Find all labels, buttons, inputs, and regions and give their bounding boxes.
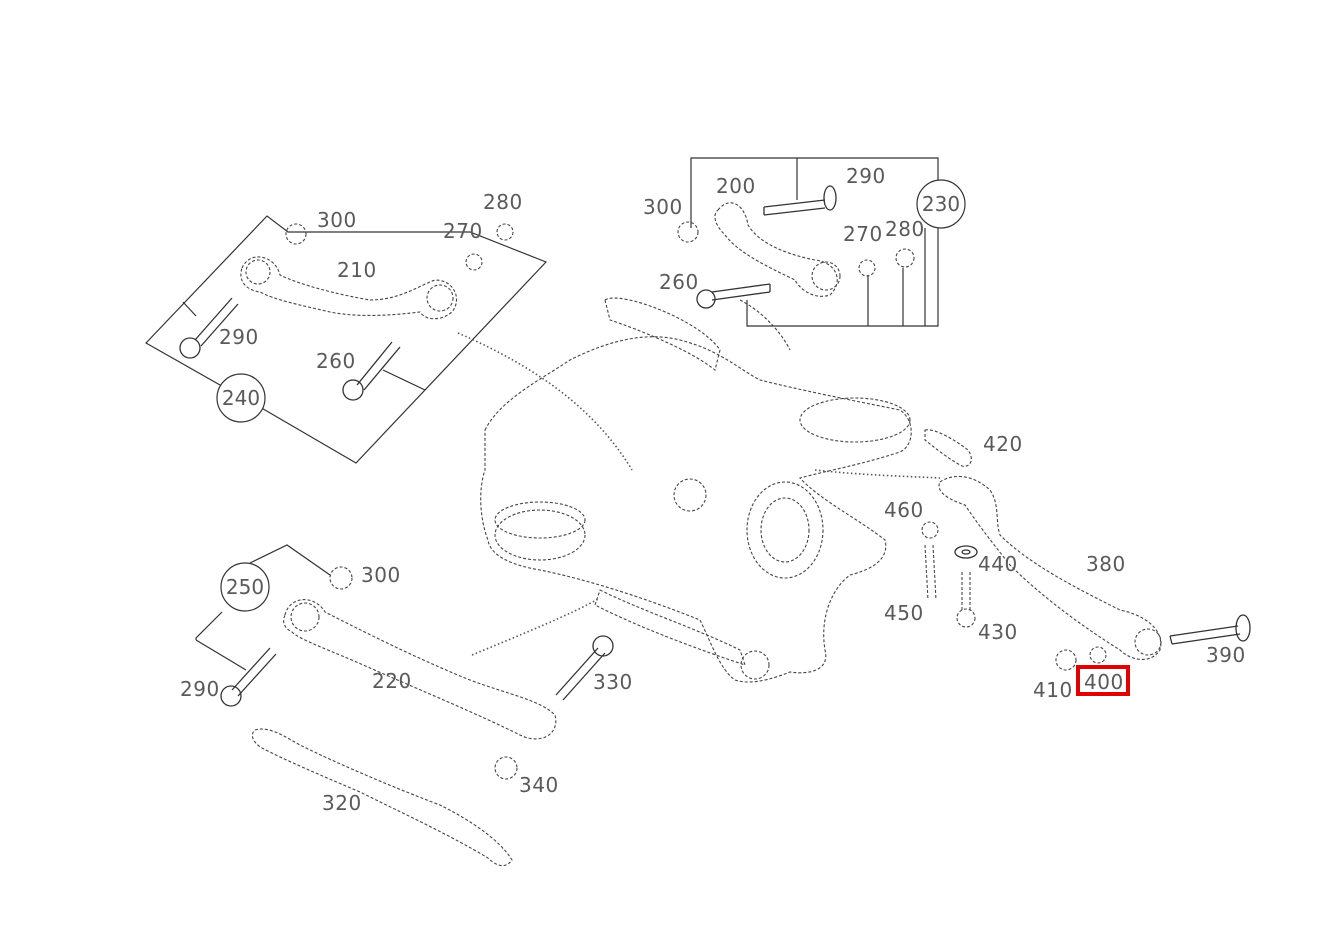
bolt-260-left (356, 341, 401, 391)
bolt-290-bottom (231, 647, 277, 697)
label-290-left[interactable]: 290 (219, 325, 259, 349)
bolt-450 (924, 544, 937, 601)
label-260-left[interactable]: 260 (316, 349, 356, 373)
ref-label-230: 230 (922, 192, 960, 216)
label-270-left[interactable]: 270 (443, 219, 483, 243)
label-280-top[interactable]: 280 (885, 217, 925, 241)
wheel-carrier-assembly (480, 297, 912, 683)
washer-270-left (465, 253, 483, 271)
label-290-top[interactable]: 290 (846, 164, 886, 188)
label-430[interactable]: 430 (978, 620, 1018, 644)
bolt-290-left (194, 297, 239, 347)
nut-300-bottom (329, 566, 353, 590)
group-240: 240 (145, 215, 548, 464)
nut-340 (494, 756, 518, 780)
control-arm-200 (714, 202, 838, 297)
washer-440 (954, 545, 978, 559)
label-450[interactable]: 450 (884, 601, 924, 625)
label-420[interactable]: 420 (983, 432, 1023, 456)
label-380[interactable]: 380 (1086, 552, 1126, 576)
leader-line-right (814, 469, 941, 479)
ref-circle-240[interactable] (216, 373, 266, 423)
label-220[interactable]: 220 (372, 669, 412, 693)
nut-280-left (496, 223, 514, 241)
highlight-box-400 (1076, 665, 1130, 696)
trailing-arm-group (921, 429, 1251, 671)
bolt-430 (961, 572, 971, 612)
label-460[interactable]: 460 (884, 498, 924, 522)
label-410[interactable]: 410 (1033, 678, 1073, 702)
label-300-bottom[interactable]: 300 (361, 563, 401, 587)
label-200[interactable]: 200 (716, 174, 756, 198)
ref-label-250: 250 (226, 575, 264, 599)
label-440[interactable]: 440 (978, 552, 1018, 576)
nut-460 (921, 521, 939, 539)
washer-400 (1089, 646, 1107, 664)
bracket-320 (251, 728, 513, 867)
leader-line-upper (457, 332, 633, 471)
label-320[interactable]: 320 (322, 791, 362, 815)
washer-270-top (858, 259, 876, 277)
label-300-top[interactable]: 300 (643, 195, 683, 219)
nut-280-top (895, 248, 915, 268)
bolt-290-top (763, 199, 826, 216)
nut-300-top (677, 221, 699, 243)
label-340[interactable]: 340 (519, 773, 559, 797)
bolt-390 (1169, 625, 1241, 645)
label-390[interactable]: 390 (1206, 643, 1246, 667)
control-arm-380 (938, 475, 1162, 660)
leader-line-lower (471, 597, 601, 656)
nut-410 (1055, 649, 1077, 671)
part-labels: 200 290 300 270 280 260 300 280 270 210 … (180, 164, 1246, 815)
label-260-top[interactable]: 260 (659, 270, 699, 294)
nut-300-left (285, 223, 307, 245)
bolt-330 (555, 647, 606, 701)
ref-label-240: 240 (222, 386, 260, 410)
label-400[interactable]: 400 (1084, 670, 1124, 694)
part-420 (924, 429, 972, 467)
label-300-left[interactable]: 300 (317, 208, 357, 232)
label-280-left[interactable]: 280 (483, 190, 523, 214)
bolt-260-top (711, 283, 771, 301)
label-290-bottom[interactable]: 290 (180, 677, 220, 701)
ref-circle-250[interactable] (220, 562, 270, 612)
control-arm-220 (283, 599, 557, 740)
label-270-top[interactable]: 270 (843, 222, 883, 246)
group-250: 250 (195, 544, 614, 867)
ref-circle-230[interactable] (916, 179, 966, 229)
group-230: 230 (677, 157, 966, 327)
label-210[interactable]: 210 (337, 258, 377, 282)
label-330[interactable]: 330 (593, 670, 633, 694)
control-arm-210 (240, 256, 457, 320)
